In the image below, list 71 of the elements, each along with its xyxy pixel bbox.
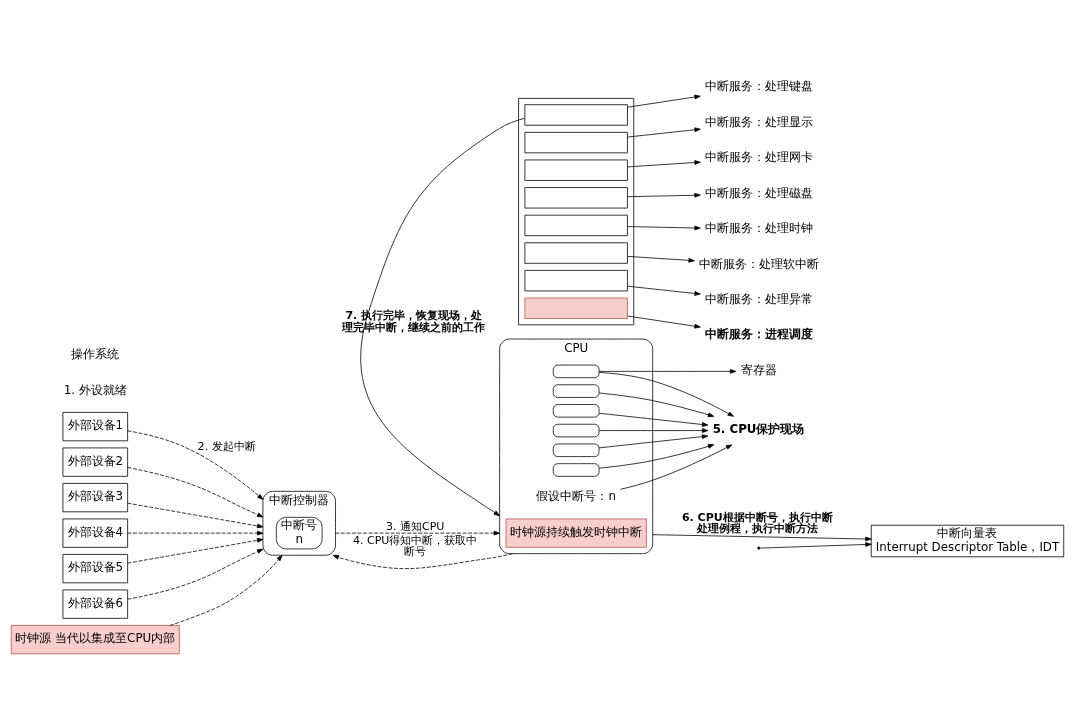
arrow	[620, 444, 733, 490]
node-box	[524, 297, 628, 319]
node-box	[524, 214, 628, 237]
arrow	[127, 530, 264, 536]
node-box: 外部设备2	[62, 447, 129, 477]
node-box: 外部设备3	[62, 483, 129, 513]
node-text: 中断服务：进程调度	[705, 326, 814, 341]
node-text: 中断服务：处理网卡	[704, 150, 813, 165]
arrow	[627, 285, 701, 296]
node-text: 中断服务：处理时钟	[704, 221, 813, 236]
arrow	[627, 160, 701, 168]
arrow	[627, 94, 701, 108]
arrow	[627, 315, 701, 329]
node-box	[524, 187, 628, 209]
node-box	[552, 384, 600, 398]
edge-label: 4. CPU得知中断，获取中断号	[352, 533, 478, 559]
arrow	[652, 534, 872, 542]
edge-label: 6. CPU根据中断号，执行中断处理例程，执行中断方法	[681, 510, 833, 535]
arrow	[127, 430, 264, 500]
edge-label: 2. 发起中断	[197, 439, 256, 453]
node-box: 外部设备6	[62, 589, 129, 619]
node-box: 外部设备4	[62, 518, 129, 548]
node-box	[552, 443, 600, 457]
node-text: 中断服务：处理键盘	[704, 79, 813, 94]
arrow	[598, 392, 715, 418]
arrow	[598, 369, 737, 374]
node-text: 中断服务：处理异常	[704, 292, 813, 307]
label: 1. 外设就绪	[63, 382, 127, 397]
node-box	[524, 104, 628, 126]
arrow	[335, 530, 501, 536]
node-box	[524, 242, 628, 264]
arrow	[627, 192, 701, 198]
arrow	[169, 554, 283, 626]
edge-label: 7. 执行完毕，恢复现场，处理完毕中断，继续之前的工作	[341, 309, 485, 334]
arrow	[598, 371, 734, 417]
arrow	[127, 467, 264, 518]
arrow	[759, 542, 872, 549]
node-box	[552, 404, 600, 418]
node-box: 外部设备1	[62, 412, 129, 442]
arrow	[598, 444, 715, 469]
node-text: 中断服务：处理磁盘	[704, 185, 813, 200]
node-box	[524, 159, 628, 181]
arrow	[360, 117, 526, 517]
arrow	[127, 538, 264, 564]
node-box: 外部设备5	[62, 554, 129, 584]
node-box	[552, 364, 600, 379]
node-box: 中断号 n	[275, 516, 323, 550]
node-text: 寄存器	[740, 363, 777, 378]
arrow	[332, 553, 513, 569]
node-box: 中断向量表 Interrupt Descriptor Table，IDT	[870, 524, 1065, 558]
arrow	[598, 412, 709, 427]
node-box	[524, 131, 628, 154]
arrow	[627, 225, 701, 231]
node-text: 假设中断号：n	[536, 489, 616, 504]
label: 操作系统	[71, 347, 120, 362]
node-box	[524, 270, 628, 292]
node-box	[552, 463, 600, 477]
edge-label: 3. 通知CPU	[385, 520, 445, 534]
node-text: 中断服务：处理软中断	[698, 256, 819, 271]
arrow	[127, 502, 264, 529]
node-box: 时钟源 当代以集成至CPU内部	[10, 625, 180, 655]
node-box: 时钟源持续触发时钟中断	[505, 518, 647, 548]
node-text: 中断服务：处理显示	[704, 114, 813, 129]
arrow	[627, 127, 701, 138]
node-box	[552, 423, 600, 438]
node-text: 5. CPU保护现场	[712, 421, 805, 436]
arrow	[127, 548, 264, 600]
arrow	[598, 428, 709, 433]
cluster	[518, 98, 635, 326]
arrow	[627, 255, 695, 263]
arrow	[598, 434, 709, 449]
